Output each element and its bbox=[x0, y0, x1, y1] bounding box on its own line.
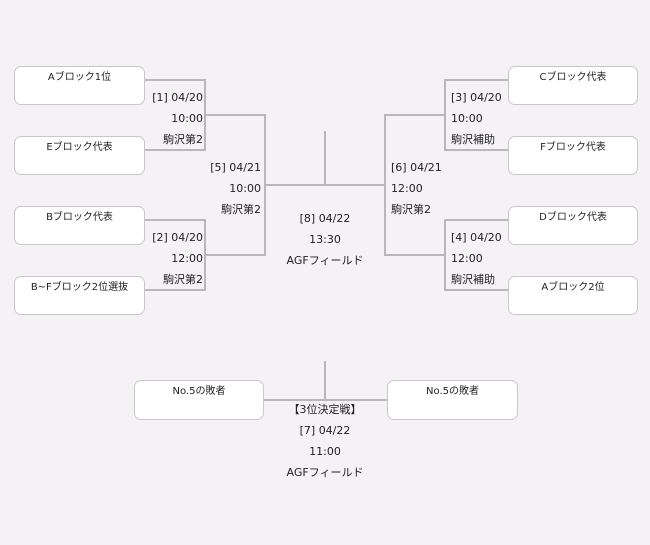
team-name: Aブロック1位 bbox=[47, 72, 112, 83]
match-info-1: [1] 04/20 10:00 駒沢第2 bbox=[152, 87, 203, 150]
match-info-5: [5] 04/21 10:00 駒沢第2 bbox=[210, 157, 261, 220]
match-venue: 駒沢第2 bbox=[163, 273, 203, 286]
match-time: 12:00 bbox=[451, 252, 483, 265]
team-slot-e-rep: Eブロック代表 bbox=[14, 136, 145, 175]
match-venue: AGFフィールド bbox=[286, 254, 364, 267]
team-name: Aブロック2位 bbox=[541, 282, 605, 293]
match-time: 11:00 bbox=[309, 445, 341, 458]
team-slot-no5-loser-left: No.5の敗者 bbox=[134, 380, 264, 420]
match-info-3: [3] 04/20 10:00 駒沢補助 bbox=[451, 87, 502, 150]
match-venue: 駒沢第2 bbox=[163, 133, 203, 146]
team-slot-no5-loser-right: No.5の敗者 bbox=[387, 380, 518, 420]
match-venue: 駒沢補助 bbox=[451, 273, 495, 286]
team-name: Eブロック代表 bbox=[46, 142, 113, 153]
match-time: 12:00 bbox=[171, 252, 203, 265]
team-slot-a1: Aブロック1位 bbox=[14, 66, 145, 105]
team-slot-f-rep: Fブロック代表 bbox=[508, 136, 638, 175]
match-info-third-place: 【3位決定戦】 [7] 04/22 11:00 AGFフィールド bbox=[255, 399, 395, 483]
match-time: 13:30 bbox=[309, 233, 341, 246]
team-name: Dブロック代表 bbox=[539, 212, 607, 223]
team-name: Cブロック代表 bbox=[539, 72, 607, 83]
match-id: [7] 04/22 bbox=[299, 424, 351, 437]
match-id: [1] 04/20 bbox=[152, 91, 203, 104]
match-time: 10:00 bbox=[451, 112, 483, 125]
match-venue: 駒沢第2 bbox=[221, 203, 261, 216]
match-id: [2] 04/20 bbox=[152, 231, 203, 244]
match-info-final: [8] 04/22 13:30 AGFフィールド bbox=[265, 208, 385, 271]
team-slot-a2: Aブロック2位 bbox=[508, 276, 638, 315]
match-info-2: [2] 04/20 12:00 駒沢第2 bbox=[152, 227, 203, 290]
match-time: 10:00 bbox=[229, 182, 261, 195]
team-name: B~Fブロック2位選抜 bbox=[30, 282, 129, 293]
team-slot-d-rep: Dブロック代表 bbox=[508, 206, 638, 245]
team-name: No.5の敗者 bbox=[172, 386, 226, 397]
match-venue: AGFフィールド bbox=[286, 466, 364, 479]
match-info-4: [4] 04/20 12:00 駒沢補助 bbox=[451, 227, 502, 290]
team-slot-bf2: B~Fブロック2位選抜 bbox=[14, 276, 145, 315]
match-id: [3] 04/20 bbox=[451, 91, 502, 104]
match-info-6: [6] 04/21 12:00 駒沢第2 bbox=[391, 157, 442, 220]
match-title: 【3位決定戦】 bbox=[288, 403, 362, 416]
match-venue: 駒沢第2 bbox=[391, 203, 431, 216]
team-name: No.5の敗者 bbox=[426, 386, 479, 397]
match-id: [4] 04/20 bbox=[451, 231, 502, 244]
team-name: Fブロック代表 bbox=[540, 142, 606, 153]
team-slot-c-rep: Cブロック代表 bbox=[508, 66, 638, 105]
match-id: [5] 04/21 bbox=[210, 161, 261, 174]
match-id: [8] 04/22 bbox=[299, 212, 351, 225]
team-slot-b-rep: Bブロック代表 bbox=[14, 206, 145, 245]
match-time: 12:00 bbox=[391, 182, 423, 195]
match-id: [6] 04/21 bbox=[391, 161, 442, 174]
match-time: 10:00 bbox=[171, 112, 203, 125]
team-name: Bブロック代表 bbox=[46, 212, 113, 223]
match-venue: 駒沢補助 bbox=[451, 133, 495, 146]
